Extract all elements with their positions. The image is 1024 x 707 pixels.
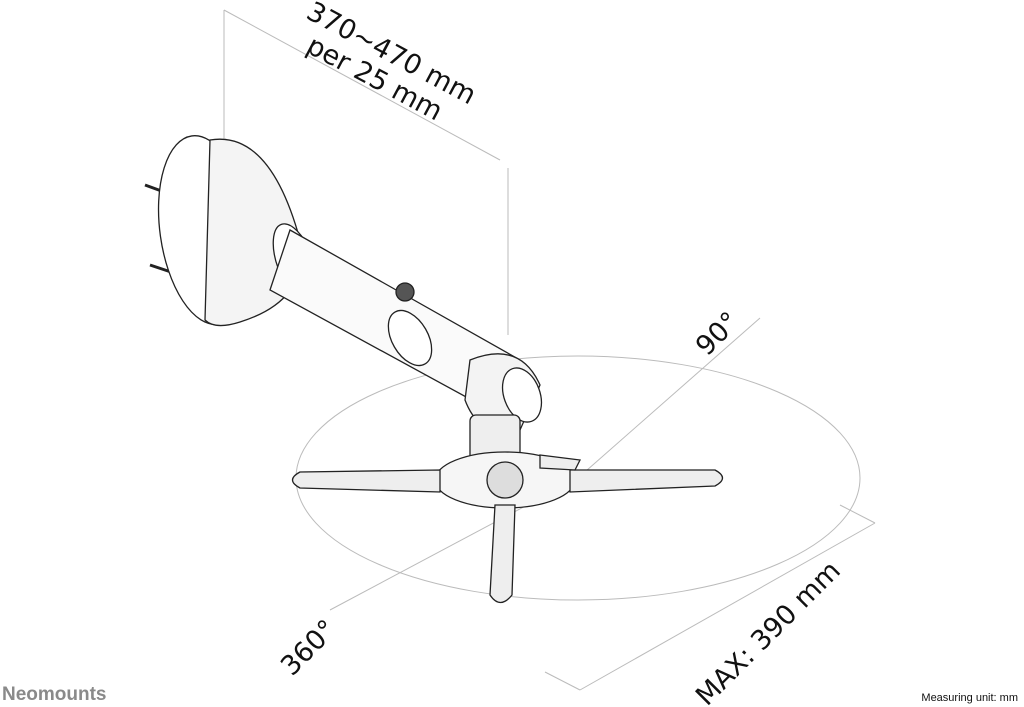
brand-logo: Neomounts [2,684,107,705]
dimension-guides [223,9,876,691]
measuring-unit-note: Measuring unit: mm [921,692,1018,704]
mount-body [144,135,724,604]
